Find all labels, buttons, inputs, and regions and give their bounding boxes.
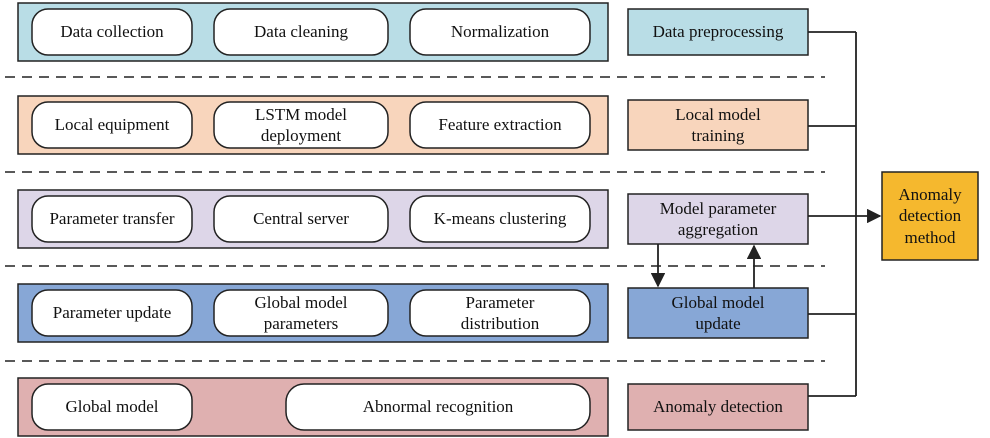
pill-shape xyxy=(409,8,591,56)
stage-box-1 xyxy=(627,8,809,56)
pill-kmeans-clustering: K-means clustering xyxy=(433,209,567,229)
pill-data-cleaning: Data cleaning xyxy=(254,22,348,42)
pill-data-collection: Data collection xyxy=(60,22,164,42)
pill-shape xyxy=(213,101,389,149)
pill-lstm-deployment: LSTM model deployment xyxy=(254,104,348,145)
pill-global-model-parameters: Global model parameters xyxy=(254,292,348,333)
stage-box-2 xyxy=(627,99,809,151)
pill-shape xyxy=(285,383,591,431)
pill-shape xyxy=(31,289,193,337)
pill-shape xyxy=(213,8,389,56)
stage-data-preprocessing: Data preprocessing xyxy=(652,22,784,42)
pill-feature-extraction: Feature extraction xyxy=(438,115,562,135)
pill-shape xyxy=(213,289,389,337)
pill-central-server: Central server xyxy=(253,209,349,229)
pill-parameter-distribution: Parameter distribution xyxy=(460,292,540,333)
pill-normalization: Normalization xyxy=(450,22,550,42)
final-box xyxy=(881,171,979,261)
pill-shape xyxy=(31,383,193,431)
pill-parameter-transfer: Parameter transfer xyxy=(49,209,175,229)
final-anomaly-detection-method: Anomaly detection method xyxy=(898,185,962,247)
pill-shape xyxy=(31,8,193,56)
pill-shape xyxy=(409,101,591,149)
stage-model-parameter-aggregation: Model parameter aggregation xyxy=(659,198,777,239)
pill-local-equipment: Local equipment xyxy=(54,115,170,135)
pill-abnormal-recognition: Abnormal recognition xyxy=(362,397,514,417)
stage-local-model-training: Local model training xyxy=(675,104,761,145)
pill-global-model: Global model xyxy=(65,397,159,417)
pill-shape xyxy=(213,195,389,243)
stage-global-model-update: Global model update xyxy=(671,292,765,333)
stage-box-3 xyxy=(627,193,809,245)
stage-box-4 xyxy=(627,287,809,339)
pill-parameter-update: Parameter update xyxy=(52,303,172,323)
pill-shape xyxy=(409,195,591,243)
pill-shape xyxy=(31,195,193,243)
stage-anomaly-detection: Anomaly detection xyxy=(653,397,783,417)
pill-shape xyxy=(409,289,591,337)
stage-box-5 xyxy=(627,383,809,431)
pill-shape xyxy=(31,101,193,149)
